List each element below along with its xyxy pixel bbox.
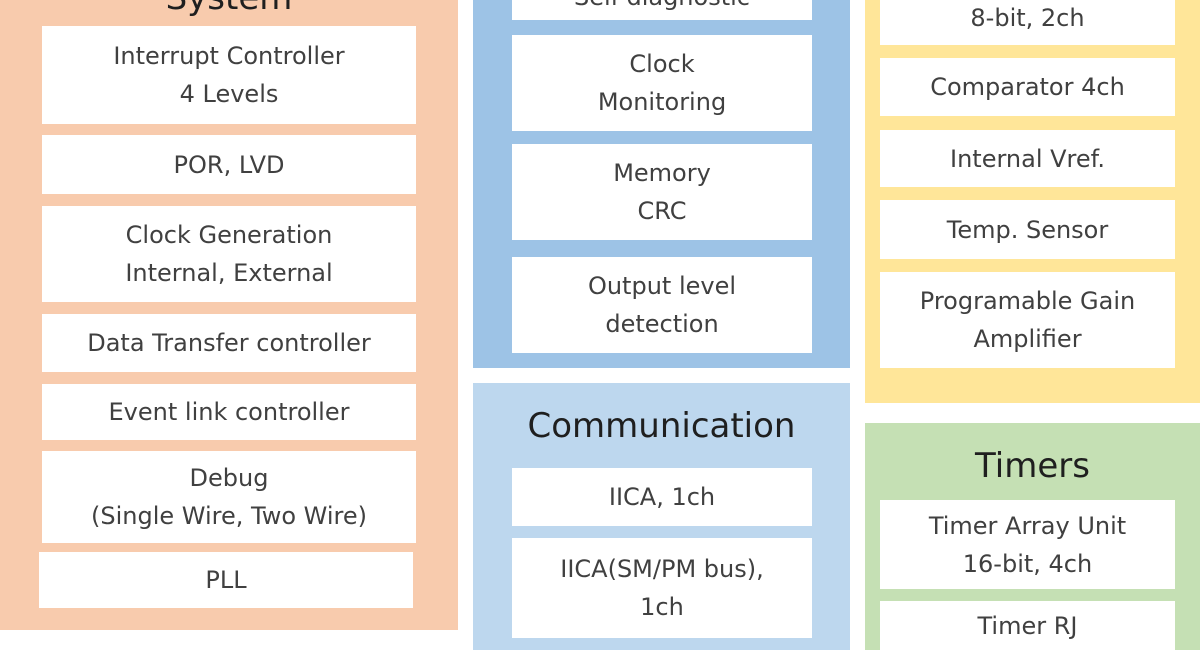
block-label: POR, LVD xyxy=(173,150,285,179)
analog-panel: 8-bit, 2ch Comparator 4ch Internal Vref.… xyxy=(865,0,1200,403)
comparator-block: Comparator 4ch xyxy=(880,58,1175,116)
block-sublabel: 1ch xyxy=(640,593,684,621)
debug-block: Debug (Single Wire, Two Wire) xyxy=(42,451,416,543)
block-label: Timer RJ xyxy=(977,612,1078,640)
block-sublabel: (Single Wire, Two Wire) xyxy=(91,502,367,530)
event-link-controller-block: Event link controller xyxy=(42,384,416,440)
por-lvd-block: POR, LVD xyxy=(42,135,416,194)
iica-block: IICA, 1ch xyxy=(512,468,812,526)
block-sublabel: Internal, External xyxy=(125,259,333,287)
timer-array-unit-block: Timer Array Unit 16-bit, 4ch xyxy=(880,500,1175,589)
safety-panel: Self-diagnostic Clock Monitoring Memory … xyxy=(473,0,850,368)
block-label: Programable Gain xyxy=(919,287,1136,315)
block-sublabel: 4 Levels xyxy=(179,80,279,108)
block-label: Clock Generation xyxy=(125,221,333,249)
self-diagnostic-block: Self-diagnostic xyxy=(512,0,812,20)
output-level-detection-block: Output level detection xyxy=(512,257,812,353)
communication-panel: Communication IICA, 1ch IICA(SM/PM bus),… xyxy=(473,383,850,650)
block-label: 8-bit, 2ch xyxy=(970,4,1085,32)
iica-smpm-bus-block: IICA(SM/PM bus), 1ch xyxy=(512,538,812,638)
block-label: Timer Array Unit xyxy=(928,511,1127,540)
block-label: Output level xyxy=(587,272,737,300)
block-label: Temp. Sensor xyxy=(946,215,1109,244)
data-transfer-controller-block: Data Transfer controller xyxy=(42,314,416,372)
pga-block: Programable Gain Amplifier xyxy=(880,272,1175,368)
block-label: Debug xyxy=(189,464,269,492)
block-sublabel: detection xyxy=(605,310,719,338)
timers-panel: Timers Timer Array Unit 16-bit, 4ch Time… xyxy=(865,423,1200,650)
block-label: Interrupt Controller xyxy=(113,42,345,70)
block-sublabel: Monitoring xyxy=(597,88,727,116)
communication-title: Communication xyxy=(527,406,796,446)
block-sublabel: CRC xyxy=(637,197,687,225)
block-label: Memory xyxy=(613,159,711,187)
block-label: Data Transfer controller xyxy=(87,329,371,357)
timer-rj-block: Timer RJ xyxy=(880,601,1175,650)
clock-generation-block: Clock Generation Internal, External xyxy=(42,206,416,302)
block-sublabel: 16-bit, 4ch xyxy=(962,549,1093,578)
memory-crc-block: Memory CRC xyxy=(512,144,812,240)
block-label: Comparator 4ch xyxy=(930,73,1125,101)
pll-block: PLL xyxy=(39,552,413,608)
system-panel: System Interrupt Controller 4 Levels POR… xyxy=(0,0,458,630)
block-label: Internal Vref. xyxy=(950,144,1105,173)
block-label: Self-diagnostic xyxy=(574,0,750,16)
system-title: System xyxy=(0,0,458,18)
block-label: IICA, 1ch xyxy=(608,483,716,511)
timers-title: Timers xyxy=(975,446,1090,486)
block-label: Clock xyxy=(629,50,695,78)
interrupt-controller-block: Interrupt Controller 4 Levels xyxy=(42,26,416,124)
temp-sensor-block: Temp. Sensor xyxy=(880,200,1175,259)
internal-vref-block: Internal Vref. xyxy=(880,130,1175,187)
block-label: IICA(SM/PM bus), xyxy=(560,555,764,583)
block-sublabel: Amplifier xyxy=(973,325,1082,353)
dac-block: 8-bit, 2ch xyxy=(880,0,1175,45)
clock-monitoring-block: Clock Monitoring xyxy=(512,35,812,131)
block-label: PLL xyxy=(205,566,247,594)
block-label: Event link controller xyxy=(108,398,350,426)
